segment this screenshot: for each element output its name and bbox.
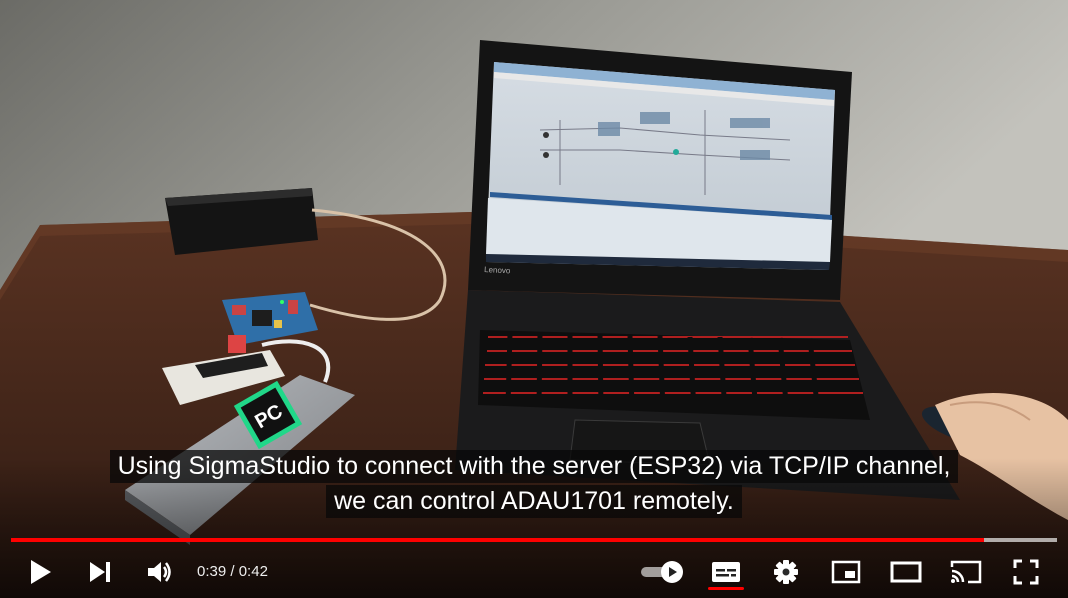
caption-line-1: Using SigmaStudio to connect with the se…: [109, 450, 959, 483]
autoplay-toggle[interactable]: [636, 548, 688, 596]
gear-icon: [774, 560, 798, 584]
fullscreen-icon: [1013, 559, 1039, 585]
subtitles-active-indicator: [708, 587, 744, 590]
theater-mode-icon: [890, 561, 922, 583]
time-separator: /: [226, 563, 239, 580]
settings-button[interactable]: [764, 548, 808, 596]
subtitles-icon: [712, 562, 740, 582]
miniplayer-icon: [831, 560, 861, 584]
play-button[interactable]: [18, 548, 62, 596]
caption-line-2: we can control ADAU1701 remotely.: [326, 485, 742, 518]
next-icon: [90, 562, 110, 582]
cast-button[interactable]: [944, 548, 988, 596]
time-display: 0:39 / 0:42: [197, 548, 268, 596]
caption-window: Using SigmaStudio to connect with the se…: [0, 450, 1068, 520]
progress-played: [11, 538, 984, 542]
theater-mode-button[interactable]: [884, 548, 928, 596]
miniplayer-button[interactable]: [824, 548, 868, 596]
progress-bar[interactable]: [11, 538, 1057, 542]
current-time: 0:39: [197, 563, 227, 580]
fullscreen-button[interactable]: [1004, 548, 1048, 596]
laptop-brand-label: Lenovo: [484, 265, 511, 275]
mute-button[interactable]: [138, 548, 182, 596]
volume-icon: [148, 562, 171, 582]
duration: 0:42: [238, 563, 268, 580]
autoplay-toggle-icon: [641, 561, 683, 583]
player-controls: 0:39 / 0:42: [0, 548, 1068, 598]
play-icon: [31, 560, 51, 584]
subtitles-button[interactable]: [704, 548, 748, 596]
cast-icon: [950, 560, 982, 584]
next-button[interactable]: [78, 548, 122, 596]
